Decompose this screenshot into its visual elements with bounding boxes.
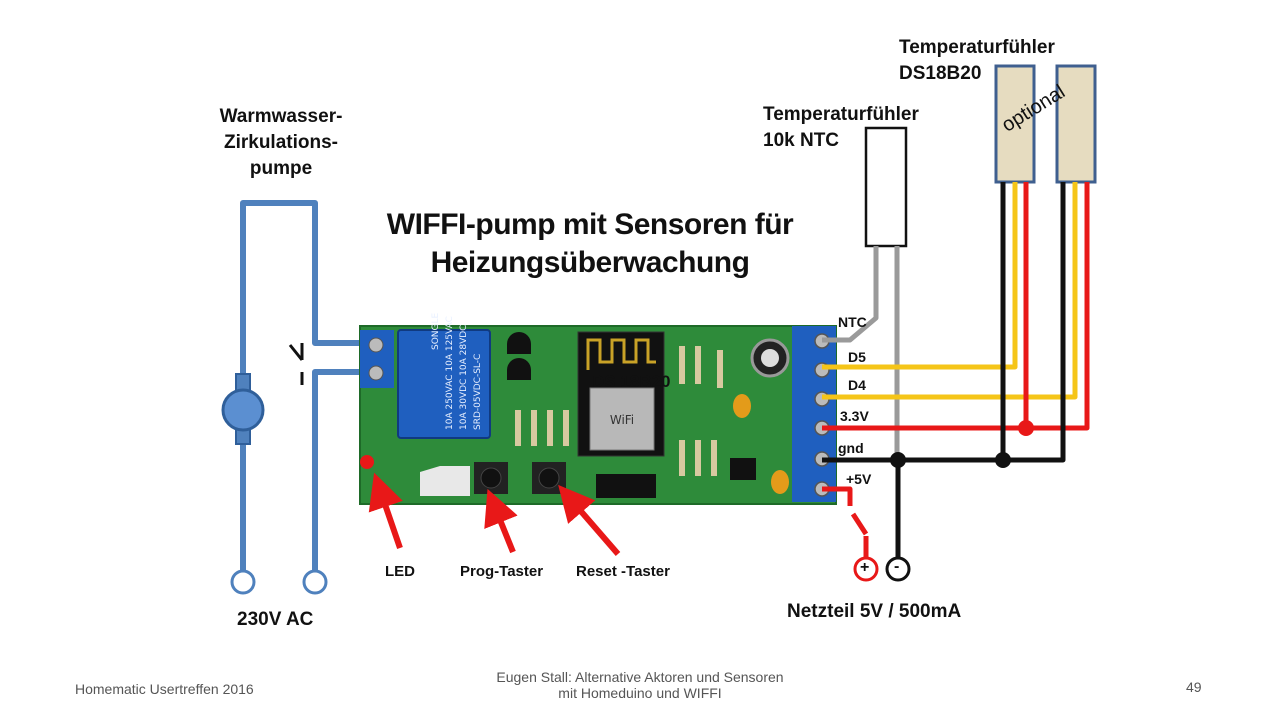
svg-text:10A 250VAC 10A 125VAC: 10A 250VAC 10A 125VAC [445, 316, 455, 430]
ac-wiring [240, 200, 370, 575]
footer-center: Eugen Stall: Alternative Aktoren und Sen… [496, 669, 784, 701]
reset-button-callout-label: Reset -Taster [576, 563, 670, 580]
pin-5v-label: +5V [846, 471, 872, 487]
ac-terminal-right [302, 569, 328, 595]
pin-d4-label: D4 [848, 377, 866, 393]
power-supply-label: Netzteil 5V / 500mA [787, 601, 962, 622]
ac-wire-right [312, 369, 370, 575]
svg-text:WiFi: WiFi [610, 413, 634, 427]
power-minus-terminal [885, 556, 911, 582]
led-callout-label: LED [385, 563, 415, 580]
svg-text:SONGLE: SONGLE [431, 312, 441, 350]
led-arrow [368, 472, 403, 549]
ac-terminal-left [230, 569, 256, 595]
callout-arrows [368, 472, 621, 556]
footer-left: Homematic Usertreffen 2016 [75, 681, 254, 697]
pcb-ds18b20-label: DS 18B20 [592, 372, 671, 391]
ds18b20-probe-2-optional [1055, 64, 1097, 184]
footer-page-number: 49 [1186, 679, 1202, 695]
power-plus-terminal [853, 556, 879, 582]
title-line-1: WIFFI-pump mit Sensoren für [386, 208, 794, 241]
ds18b20-sensor-label: Temperaturfühler DS18B20 [899, 37, 1055, 84]
junction-3v3 [1018, 420, 1034, 436]
pump-motor-icon [221, 373, 265, 445]
prog-arrow [484, 488, 518, 554]
power-plus-symbol: + [860, 559, 870, 576]
pcb-board: SONGLE 10A 250VAC 10A 125VAC 10A 30VDC 1… [359, 312, 837, 505]
ntc-probe [864, 126, 908, 248]
junction-gnd-left [890, 452, 906, 468]
pump-label: Warmwasser- Zirkulations- pumpe [219, 106, 343, 179]
svg-text:SRD-05VDC-SL-C: SRD-05VDC-SL-C [473, 354, 483, 430]
prog-button-callout-label: Prog-Taster [460, 563, 544, 580]
reset-arrow [558, 484, 621, 556]
pin-ntc-label: NTC [838, 314, 867, 330]
diagram-title: WIFFI-pump mit Sensoren für Heizungsüber… [300, 206, 880, 282]
pin-gnd-label: gnd [838, 440, 864, 456]
ntc-sensor-label: Temperaturfühler 10k NTC [763, 104, 919, 151]
title-line-2: Heizungsüberwachung [430, 246, 750, 279]
pin-3v3-label: 3.3V [840, 408, 869, 424]
ntc-wires [822, 246, 900, 460]
svg-text:10A 30VDC 10A 28VDC: 10A 30VDC 10A 28VDC [459, 325, 469, 430]
ac-wire-left [240, 200, 370, 575]
relay-contact-symbol [288, 343, 304, 385]
junction-gnd-right [995, 452, 1011, 468]
ac-voltage-label: 230V AC [237, 609, 314, 630]
pin-d5-label: D5 [848, 349, 866, 365]
power-minus-symbol: - [894, 558, 900, 575]
ds18b20-probe-1 [994, 64, 1036, 184]
